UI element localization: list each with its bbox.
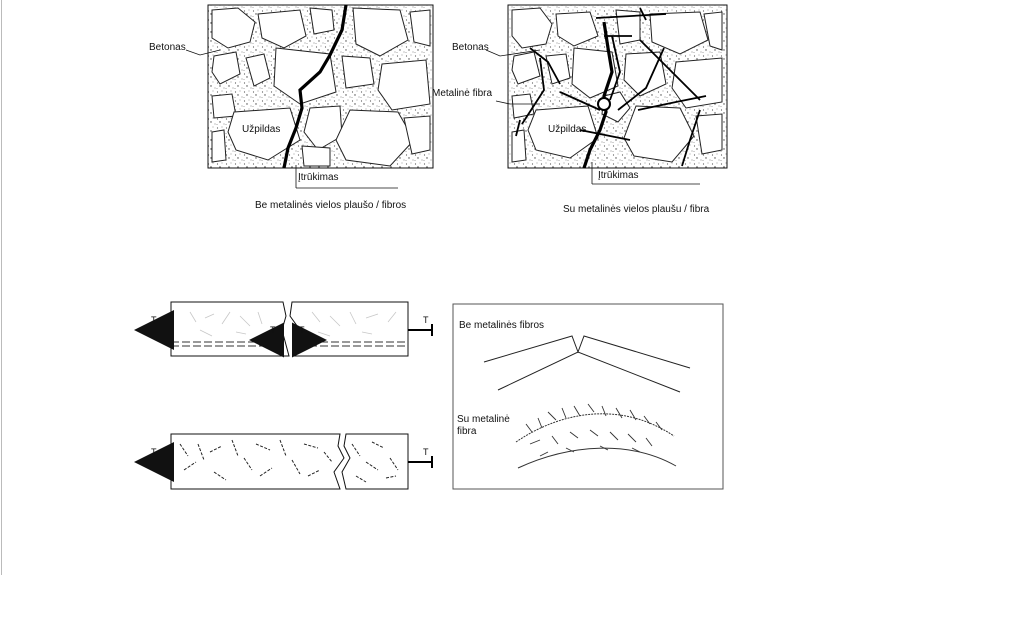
- metal-fibers: [515, 7, 707, 167]
- force-label-left-2: T: [151, 447, 157, 457]
- concrete-section-with-fiber: [485, 4, 728, 185]
- concrete-leader-left: [185, 49, 221, 56]
- force-label-left-1: T: [151, 315, 157, 325]
- force-label-right-2: T: [423, 447, 429, 457]
- aggregate-stones-left: [211, 7, 431, 167]
- concrete-leader-right: [485, 49, 541, 57]
- beam-without-fiber: [134, 301, 433, 358]
- bent-beam-bottom-edge: [497, 351, 681, 393]
- fiber-strokes-beam: [179, 439, 399, 483]
- concrete-label-right: Betonas: [452, 42, 489, 53]
- caption-without-fiber: Be metalinės vielos plaušo / fibros: [255, 200, 407, 211]
- fiber-label: Metalinė fibra: [432, 88, 493, 99]
- fiber-leader: [495, 100, 540, 105]
- concrete-label-left: Betonas: [149, 42, 186, 53]
- force-label-internal-right: T: [299, 325, 305, 335]
- bending-label-without-fiber: Be metalinės fibros: [459, 320, 545, 331]
- aggregate-label-left: Užpildas: [242, 124, 281, 135]
- aggregate-stones-right: [511, 7, 723, 163]
- bending-label-with-fiber-line1: Su metalinė: [457, 414, 510, 425]
- crack-label-left: Įtrūkimas: [298, 172, 339, 183]
- aggregate-label-right: Užpildas: [548, 124, 587, 135]
- arched-fiber-strokes: [525, 403, 663, 457]
- concrete-section-without-fiber: [185, 4, 434, 189]
- beam-with-fiber: [134, 433, 433, 490]
- force-label-internal-left: T: [270, 325, 276, 335]
- bending-comparison-panel: [452, 303, 724, 490]
- caption-with-fiber: Su metalinės vielos plaušu / fibra: [563, 204, 710, 215]
- crack-label-right: Įtrūkimas: [598, 170, 639, 181]
- force-label-right-1: T: [423, 315, 429, 325]
- crack-line-left: [282, 4, 348, 169]
- bending-label-with-fiber-line2: fibra: [457, 426, 477, 437]
- light-fiber-strokes: [189, 311, 397, 337]
- crack-void: [597, 97, 611, 111]
